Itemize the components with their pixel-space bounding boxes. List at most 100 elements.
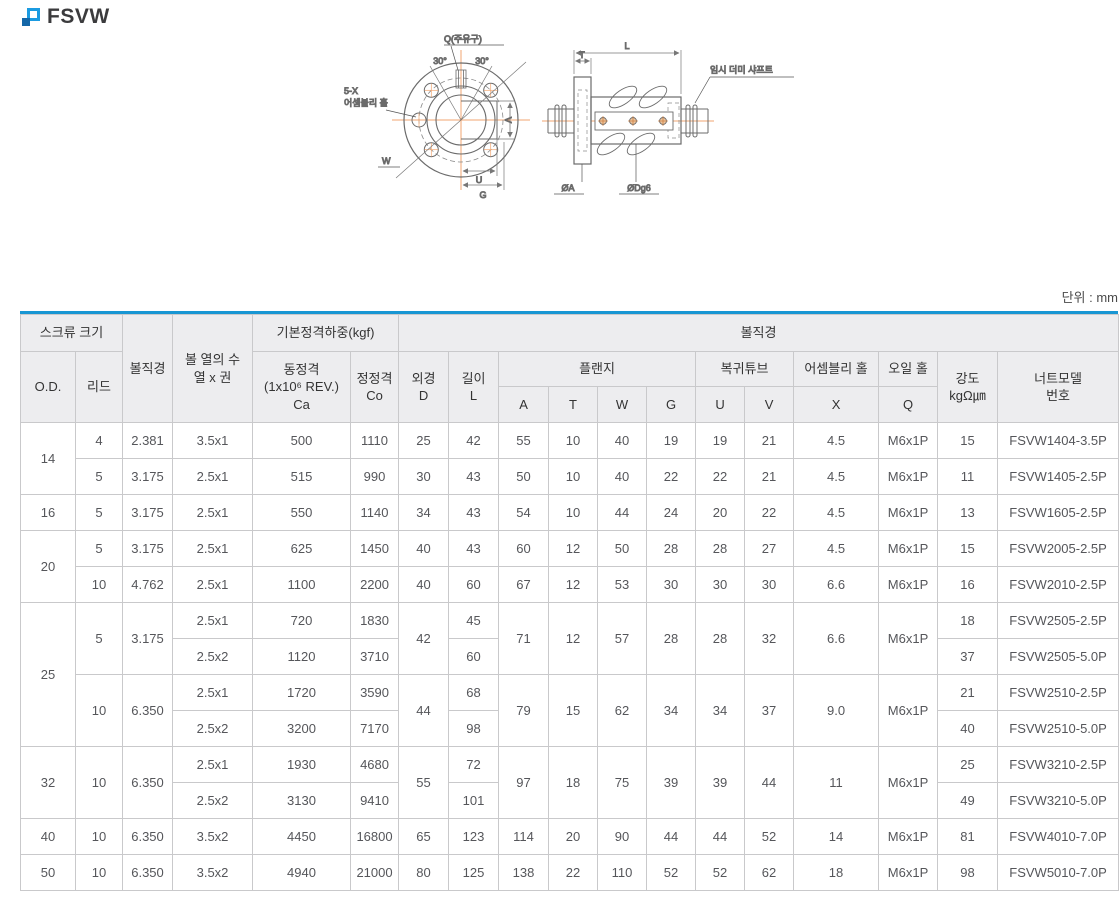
data-cell: 28 (695, 530, 746, 567)
data-cell: 3.175 (122, 494, 174, 531)
data-cell: 43 (448, 494, 500, 531)
clamp-screws (598, 116, 668, 126)
data-cell: M6x1P (878, 602, 939, 675)
data-cell: 2.5x1 (172, 746, 254, 783)
data-cell: 60 (448, 566, 500, 603)
data-cell: 10 (548, 458, 599, 495)
data-cell: 3.175 (122, 458, 174, 495)
data-cell: 52 (646, 854, 697, 891)
header-cell: G (646, 386, 697, 423)
header-cell: T (548, 386, 599, 423)
data-cell: FSVW2510-5.0P (997, 710, 1120, 747)
data-cell: 2.5x1 (172, 530, 254, 567)
data-cell: 3.175 (122, 530, 174, 567)
header-cell: 복귀튜브 (695, 351, 795, 387)
data-cell: 2.5x2 (172, 782, 254, 819)
data-cell: 44 (695, 818, 746, 855)
data-cell: 53 (597, 566, 648, 603)
header-cell: 어셈블리 홀 (793, 351, 880, 387)
data-cell: FSVW1404-3.5P (997, 422, 1120, 459)
data-cell: 32 (20, 746, 76, 819)
data-cell: 4.5 (793, 530, 880, 567)
data-cell: 125 (448, 854, 500, 891)
data-cell: 40 (937, 710, 999, 747)
angle-line-right (460, 65, 493, 121)
data-cell: 14 (793, 818, 880, 855)
header-cell: 볼 열의 수 열 x 권 (172, 314, 254, 423)
unit-label: 단위 : mm (1061, 290, 1118, 305)
data-cell: 9.0 (793, 674, 880, 747)
data-cell: 18 (793, 854, 880, 891)
data-cell: 98 (448, 710, 500, 747)
data-cell: 34 (646, 674, 697, 747)
data-cell: 1930 (252, 746, 352, 783)
data-cell: 37 (937, 638, 999, 675)
brand-icon-outline-square (27, 8, 40, 21)
data-cell: 2.5x1 (172, 494, 254, 531)
data-cell: 1120 (252, 638, 352, 675)
data-cell: 16 (20, 494, 76, 531)
assembly-holes-label-line2: 어셈블리 홀 (344, 97, 388, 108)
data-cell: 10 (74, 818, 124, 855)
data-cell: 515 (252, 458, 352, 495)
dim-g-label: G (479, 190, 486, 200)
dim-l-label: L (624, 41, 629, 51)
data-cell: 4.5 (793, 422, 880, 459)
data-cell: M6x1P (878, 494, 939, 531)
data-cell: 4.5 (793, 494, 880, 531)
data-cell: 50 (498, 458, 550, 495)
header-cell: 동정격 (1x10⁶ REV.) Ca (252, 351, 352, 423)
data-cell: 114 (498, 818, 550, 855)
header-cell: A (498, 386, 550, 423)
dim-u-label: U (476, 175, 483, 185)
data-cell: 123 (448, 818, 500, 855)
data-cell: 10 (548, 494, 599, 531)
data-cell: FSVW3210-2.5P (997, 746, 1120, 783)
page-title: FSVW (47, 5, 110, 28)
header-cell: V (744, 386, 795, 423)
data-cell: 10 (74, 746, 124, 819)
data-cell: 27 (744, 530, 795, 567)
data-cell: 12 (548, 566, 599, 603)
data-cell: M6x1P (878, 674, 939, 747)
data-cell: M6x1P (878, 566, 939, 603)
data-cell: 3590 (350, 674, 400, 711)
angle-left-label: 30° (433, 56, 447, 66)
flange-outer-circle (403, 62, 519, 178)
assembly-holes-label-line1: 5-X (344, 86, 358, 96)
assembly-holes (411, 82, 499, 158)
flange-plate (573, 76, 592, 165)
header-cell: 볼직경 (122, 314, 174, 423)
data-cell: 30 (744, 566, 795, 603)
data-cell: 4 (74, 422, 124, 459)
data-cell: 2.5x1 (172, 566, 254, 603)
data-cell: 1100 (252, 566, 352, 603)
header-cell: W (597, 386, 648, 423)
data-cell: M6x1P (878, 458, 939, 495)
data-cell: 9410 (350, 782, 400, 819)
data-cell: 3.5x2 (172, 818, 254, 855)
header-cell: 볼직경 (398, 314, 1120, 352)
data-cell: 43 (448, 530, 500, 567)
data-cell: 42 (448, 422, 500, 459)
data-cell: 30 (695, 566, 746, 603)
data-cell: 5 (74, 494, 124, 531)
data-cell: 16 (937, 566, 999, 603)
header-cell: Q (878, 386, 939, 423)
data-cell: 990 (350, 458, 400, 495)
data-cell: 2.5x1 (172, 602, 254, 639)
data-cell: 21 (744, 458, 795, 495)
dummy-shaft-leader (694, 76, 711, 104)
data-cell: 2.5x2 (172, 638, 254, 675)
nut-hidden-lines (667, 102, 680, 139)
data-cell: FSVW2505-5.0P (997, 638, 1120, 675)
bore-circle (435, 94, 487, 146)
data-cell: 68 (448, 674, 500, 711)
